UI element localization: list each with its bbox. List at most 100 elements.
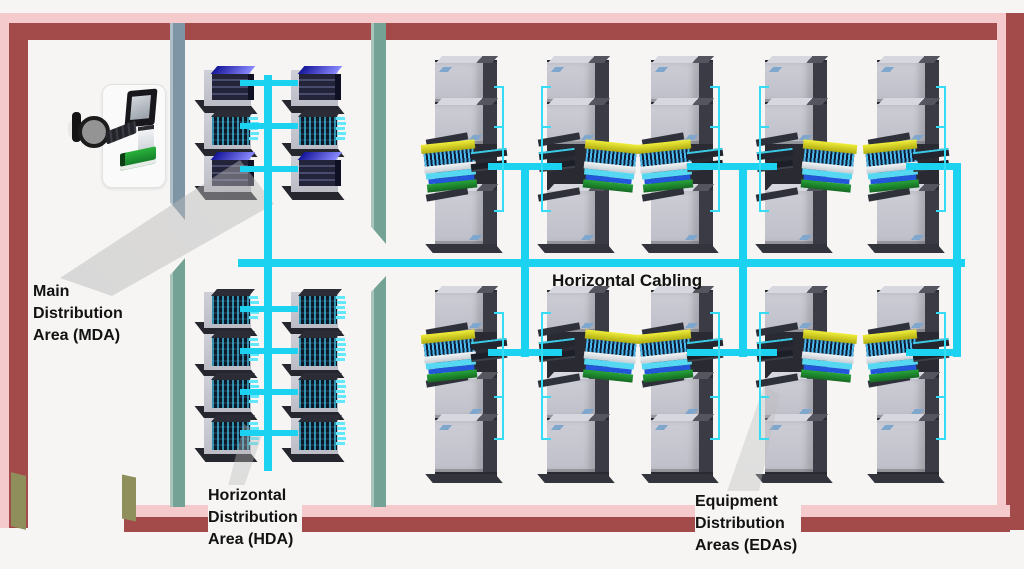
cabinet-top-face — [435, 286, 499, 293]
cable-rack-bracket — [944, 86, 946, 212]
panel-top-face — [211, 373, 255, 380]
cable-bracket-tick — [936, 86, 944, 88]
panel-port-stub — [336, 127, 345, 130]
panel-port-stub — [336, 380, 345, 383]
cabinet-side — [595, 190, 609, 244]
cable-branch — [240, 348, 264, 354]
patch-panel-rack — [281, 373, 353, 432]
cabinet-top-face — [877, 56, 941, 63]
panel-port-stub — [250, 395, 259, 398]
cabinet-top-face — [435, 98, 499, 105]
rack-base — [537, 244, 615, 253]
panel-port-stub — [250, 437, 259, 440]
eda-rack-group — [537, 286, 640, 488]
cabinet-side — [813, 292, 827, 332]
server-top-face — [210, 66, 256, 74]
server-top-face — [210, 152, 256, 160]
mda-server-rack — [281, 152, 353, 212]
wall-right-highlight — [997, 13, 1006, 513]
panel-front — [299, 336, 337, 366]
eda-rack-group — [537, 56, 640, 258]
panel-top-face — [298, 289, 342, 296]
cable-bracket-tick — [494, 396, 502, 398]
mda-label-line1: Main — [33, 283, 70, 300]
server-side — [248, 160, 254, 186]
cabinet-top-face — [435, 414, 499, 421]
panel-port-stub — [336, 316, 345, 319]
panel-port-stub — [249, 380, 258, 383]
cable-bracket-tick — [936, 210, 944, 212]
cabinet-side — [595, 104, 609, 144]
wall-left-end-cap — [11, 472, 26, 530]
equipment-stack — [797, 139, 858, 193]
wall-left-highlight — [0, 13, 9, 528]
cable-bracket-tick — [543, 86, 551, 88]
eda-rack-group — [420, 286, 508, 488]
eda-rack-group — [420, 56, 508, 258]
cabinet-side — [483, 292, 497, 332]
cable-branch — [240, 389, 264, 395]
cabinet-side — [813, 104, 827, 144]
cable-branch — [272, 166, 298, 172]
cable-bracket-tick — [710, 438, 718, 440]
cabinet-side — [925, 292, 939, 332]
cable-bracket-tick — [494, 126, 502, 128]
panel-port-stub — [336, 338, 345, 341]
panel-port-stub — [337, 353, 346, 356]
mda-label: Main Distribution Area (MDA) — [33, 281, 123, 347]
rack-base — [867, 474, 945, 483]
cable-rack-bracket — [759, 86, 761, 212]
cable-rack-bracket — [718, 312, 720, 440]
panel-port-stub — [337, 343, 346, 346]
cabinet-side — [813, 62, 827, 102]
server-side — [335, 74, 341, 100]
cable-branch — [240, 430, 264, 436]
cabinet-top-face — [435, 56, 499, 63]
cable-bracket-tick — [761, 438, 769, 440]
panel-port-stub — [336, 358, 345, 361]
panel-front — [212, 420, 250, 450]
eda-rack-group — [862, 286, 950, 488]
panel-port-stub — [337, 311, 346, 314]
cabinet-side — [595, 292, 609, 332]
cable-branch — [272, 80, 298, 86]
patch-panel-rack — [281, 331, 353, 390]
panel-port-stub — [336, 117, 345, 120]
rack-base — [641, 474, 719, 483]
cable-branch — [240, 166, 264, 172]
cable-branch — [240, 123, 264, 129]
cable-rack-bracket — [718, 86, 720, 212]
cable-backbone-spine — [264, 75, 272, 471]
wall-left — [9, 23, 28, 528]
cable-branch — [272, 306, 298, 312]
panel-port-stub — [336, 422, 345, 425]
cabinet-side — [483, 420, 497, 472]
cabinet-side — [813, 378, 827, 418]
cabinet-side — [595, 378, 609, 418]
panel-port-stub — [249, 358, 258, 361]
panel-front — [299, 115, 337, 145]
cable-branch — [240, 306, 264, 312]
cabinet-side — [483, 62, 497, 102]
panel-port-stub — [336, 296, 345, 299]
server-top-face — [297, 66, 343, 74]
cable-branch — [272, 123, 298, 129]
server-front — [299, 74, 337, 100]
panel-port-stub — [250, 353, 259, 356]
office-chair-arm — [68, 120, 80, 138]
panel-port-stub — [249, 422, 258, 425]
office-chair-back — [72, 112, 81, 142]
cable-equip-link — [488, 163, 562, 170]
cable-branch — [272, 430, 298, 436]
cable-bracket-tick — [761, 312, 769, 314]
divider-wall-left-lower — [170, 258, 185, 507]
mda-label-line2: Distribution — [33, 305, 123, 322]
wall-top — [8, 23, 1000, 40]
eda-rack-group — [862, 56, 950, 258]
cabinet-top-face — [765, 98, 829, 105]
cable-branch — [272, 348, 298, 354]
panel-port-stub — [249, 338, 258, 341]
cable-bracket-tick — [710, 312, 718, 314]
panel-top-face — [298, 373, 342, 380]
cable-bracket-tick — [494, 438, 502, 440]
